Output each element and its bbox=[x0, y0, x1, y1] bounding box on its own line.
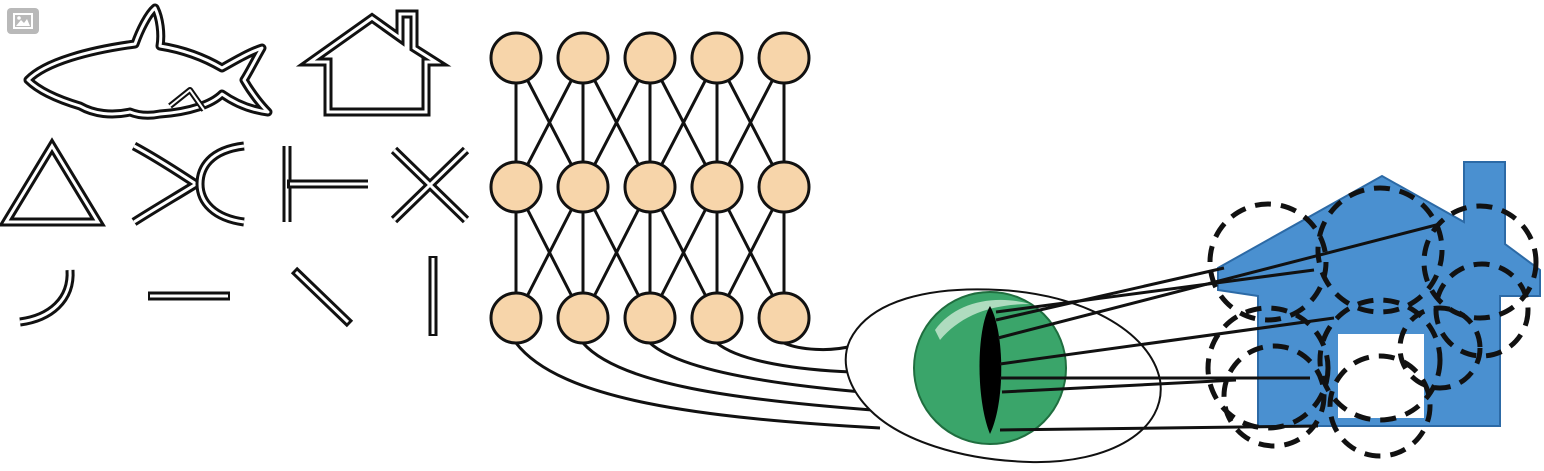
neuron-node bbox=[556, 160, 610, 214]
neuron-node bbox=[690, 291, 744, 345]
optic-fiber bbox=[648, 341, 863, 394]
neuron-node bbox=[623, 160, 677, 214]
receptive-field-circle bbox=[1207, 201, 1329, 323]
optic-fiber bbox=[514, 342, 881, 430]
house-outline-icon bbox=[295, 9, 452, 117]
x-cross-icon bbox=[390, 146, 470, 224]
neuron-node bbox=[556, 31, 610, 85]
vision-rays bbox=[995, 222, 1441, 432]
neuron-node bbox=[757, 291, 811, 345]
receptive-field-circle bbox=[1421, 203, 1539, 321]
receptive-field-circle bbox=[1221, 343, 1327, 449]
neuron-node bbox=[690, 160, 744, 214]
receptive-field-circle bbox=[1397, 305, 1483, 391]
triangle-icon bbox=[0, 137, 106, 227]
neuron-node bbox=[623, 291, 677, 345]
neuron-node bbox=[757, 31, 811, 85]
optic-fiber bbox=[783, 341, 853, 352]
house-window bbox=[1338, 334, 1424, 418]
diagonal-line-icon bbox=[290, 266, 354, 328]
vision-ray bbox=[995, 266, 1225, 322]
receptive-field-circle bbox=[1205, 305, 1331, 431]
neuron-node bbox=[489, 291, 543, 345]
neuron-node bbox=[623, 31, 677, 85]
curve-pair-icon bbox=[131, 141, 245, 227]
eye-icon bbox=[844, 288, 1162, 464]
optic-fibers bbox=[514, 341, 881, 430]
shark-outline-icon bbox=[23, 3, 273, 120]
neuron-node bbox=[690, 31, 744, 85]
optic-fiber bbox=[716, 341, 853, 374]
arc-segment-icon bbox=[19, 269, 75, 327]
vision-ray bbox=[999, 316, 1335, 366]
vision-ray bbox=[1001, 378, 1237, 394]
receptive-fields bbox=[1205, 185, 1539, 459]
vision-ray bbox=[999, 424, 1319, 432]
receptive-field-circle bbox=[1315, 185, 1445, 315]
neural-network bbox=[489, 31, 811, 345]
t-junction-icon bbox=[282, 146, 368, 222]
neuron-node bbox=[556, 291, 610, 345]
neuron-node bbox=[489, 160, 543, 214]
optic-fiber bbox=[581, 342, 873, 412]
receptive-field-circle bbox=[1327, 353, 1433, 459]
neuron-node bbox=[489, 31, 543, 85]
vision-ray bbox=[997, 222, 1441, 340]
neuron-node bbox=[757, 160, 811, 214]
vision-ray bbox=[995, 268, 1315, 314]
image-placeholder-icon bbox=[7, 8, 39, 34]
pupil-icon bbox=[979, 306, 1002, 434]
receptive-field-circle bbox=[1317, 297, 1443, 423]
